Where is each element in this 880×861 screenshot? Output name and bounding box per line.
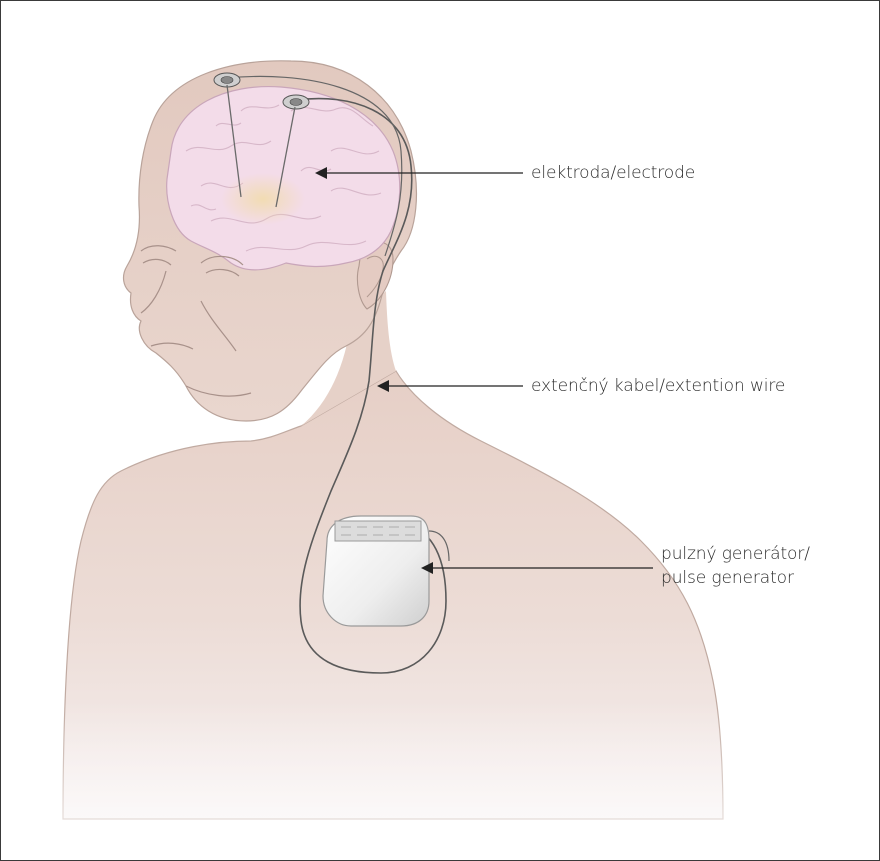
electrode-cap-2 xyxy=(283,95,309,109)
label-pulse-generator-line1: pulzný generátor/ xyxy=(661,542,810,566)
label-pulse-generator-line2: pulse generator xyxy=(661,566,810,590)
stimulation-glow xyxy=(221,173,305,225)
label-extension-wire: extenčný kabel/extention wire xyxy=(531,374,785,398)
electrode-cap-1 xyxy=(214,73,240,87)
label-pulse-generator: pulzný generátor/ pulse generator xyxy=(661,542,810,590)
label-electrode: elektroda/electrode xyxy=(531,161,695,185)
